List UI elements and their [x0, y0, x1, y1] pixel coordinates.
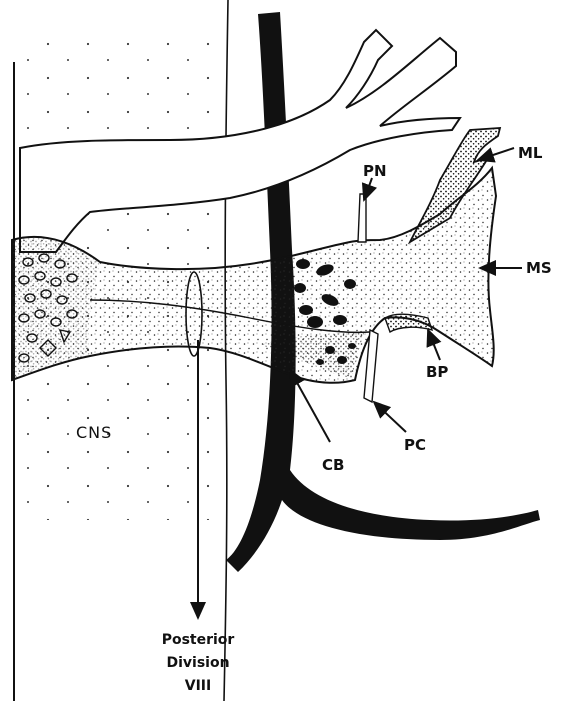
- label-ml: ML: [518, 144, 543, 162]
- label-pn: PN: [363, 162, 387, 180]
- label-bp: BP: [426, 363, 448, 381]
- label-division: Division: [166, 655, 229, 671]
- label-cns: CNS: [76, 423, 112, 442]
- bp-arrow: [428, 330, 440, 360]
- label-viii: VIII: [185, 678, 211, 694]
- label-posterior: Posterior: [162, 632, 235, 648]
- pc-arrow: [374, 402, 406, 432]
- ml-arrow: [478, 148, 514, 160]
- label-pc: PC: [404, 436, 426, 454]
- label-cb: CB: [322, 456, 344, 474]
- pn-structure: [358, 194, 366, 242]
- label-ms: MS: [526, 259, 552, 277]
- bp-structure: [385, 314, 432, 332]
- pn-arrow: [364, 178, 372, 200]
